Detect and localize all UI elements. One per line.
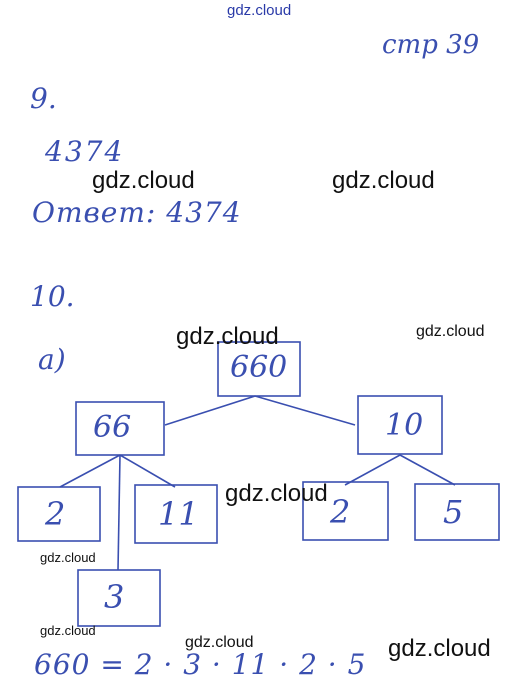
edge-root-left [164,395,256,426]
node-right: 10 [385,408,424,443]
watermark-5: gdz.cloud [225,480,328,507]
edge-left-11 [119,454,176,488]
box-right [357,395,443,455]
box-left-child-1 [17,486,101,542]
box-right-child-1 [302,481,389,541]
node-left: 66 [93,410,132,445]
watermark-6: gdz.cloud [40,550,96,565]
box-right-child-2 [414,483,500,541]
box-root [217,341,301,397]
watermark-8: gdz.cloud [185,634,254,651]
node-left-child-3: 3 [104,578,125,616]
node-right-child-2: 5 [443,493,464,531]
watermark-9: gdz.cloud [388,635,491,662]
node-right-child-1: 2 [330,493,351,531]
edge-right-2 [344,454,401,486]
box-left-child-2 [134,484,218,544]
watermark-2: gdz.cloud [332,167,435,194]
edge-left-3 [117,454,121,571]
box-left [75,401,165,456]
task10-number: 10. [30,280,75,313]
watermark-top: gdz.cloud [227,2,292,19]
task10-part: a) [38,343,66,376]
node-left-child-1: 2 [45,495,66,533]
node-root: 660 [230,350,288,385]
watermark-3: gdz.cloud [176,323,279,350]
task9-number: 9. [30,82,57,115]
edge-root-right [254,395,356,426]
page-reference: стр 39 [382,30,480,60]
watermark-1: gdz.cloud [92,167,195,194]
box-left-child-3 [77,569,161,627]
watermark-4: gdz.cloud [416,323,485,340]
node-left-child-2: 11 [158,495,199,533]
task9-answer: Ответ: 4374 [32,196,242,229]
edge-right-5 [399,454,456,486]
prime-factorization: 660 = 2 · 3 · 11 · 2 · 5 [34,648,367,681]
watermark-7: gdz.cloud [40,623,96,638]
edge-left-2 [59,454,121,488]
task9-result: 4374 [45,135,125,168]
